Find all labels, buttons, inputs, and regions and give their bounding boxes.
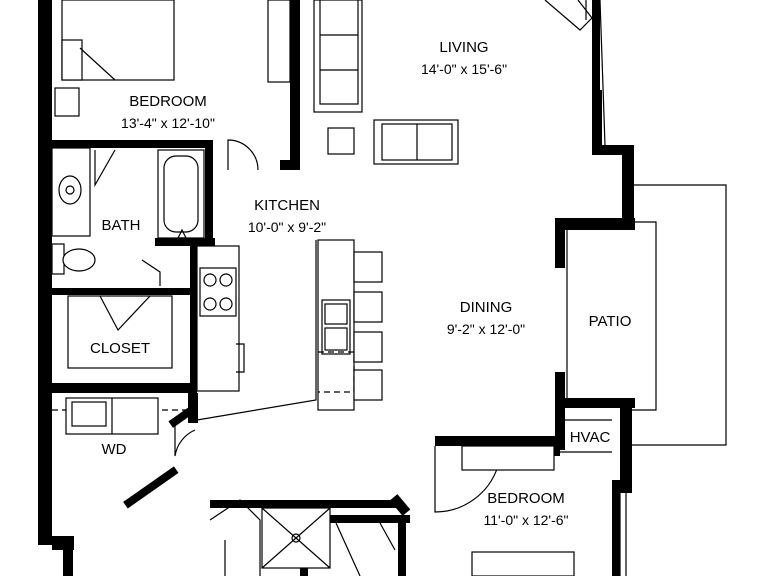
hvac-label: HVAC (570, 429, 611, 446)
sink (321, 299, 351, 355)
bedroom-2-dims: 11'-0" x 12'-6" (483, 512, 568, 528)
bedroom-1-furniture (54, 0, 291, 117)
bedroom-2-label: BEDROOM (487, 490, 565, 507)
closet-fixtures (67, 295, 173, 369)
bar-stool (353, 251, 383, 283)
dining-dims: 9'-2" x 12'-0" (447, 321, 525, 337)
toilet (62, 248, 96, 272)
vanity (51, 147, 91, 237)
bed-pillow (61, 39, 83, 81)
closet-shelf (67, 295, 173, 369)
kitchen-dims: 10'-0" x 9'-2" (248, 219, 326, 235)
nightstand (54, 87, 80, 117)
toilet-tank (51, 243, 65, 275)
lamp-corner (544, 0, 593, 31)
bar-stool (353, 331, 383, 363)
bath-label: BATH (102, 217, 141, 234)
bedroom-1-dims: 13'-4" x 12'-10" (121, 115, 215, 131)
end-table (327, 127, 355, 155)
wd-fixtures (65, 397, 159, 435)
living-label: LIVING (439, 39, 488, 56)
doors (174, 139, 499, 513)
bath-fixtures (51, 147, 205, 286)
dresser (267, 0, 291, 83)
bedroom-1-label: BEDROOM (129, 93, 207, 110)
closet-label: CLOSET (90, 340, 150, 357)
patio-label: PATIO (589, 313, 632, 330)
wd-label: WD (102, 441, 127, 458)
kitchen-label: KITCHEN (254, 197, 320, 214)
living-dims: 14'-0" x 15'-6" (421, 61, 507, 77)
bar-stool (353, 369, 383, 401)
living-furniture (313, 0, 593, 165)
room-labels: LIVING 14'-0" x 15'-6" BEDROOM 13'-4" x … (90, 39, 631, 528)
bed (471, 551, 575, 576)
dresser (461, 445, 555, 471)
dining-label: DINING (460, 299, 513, 316)
range (199, 267, 237, 317)
kitchen-fixtures (196, 239, 383, 411)
bedroom-2-furniture (209, 445, 575, 576)
bar-stool (353, 291, 383, 323)
